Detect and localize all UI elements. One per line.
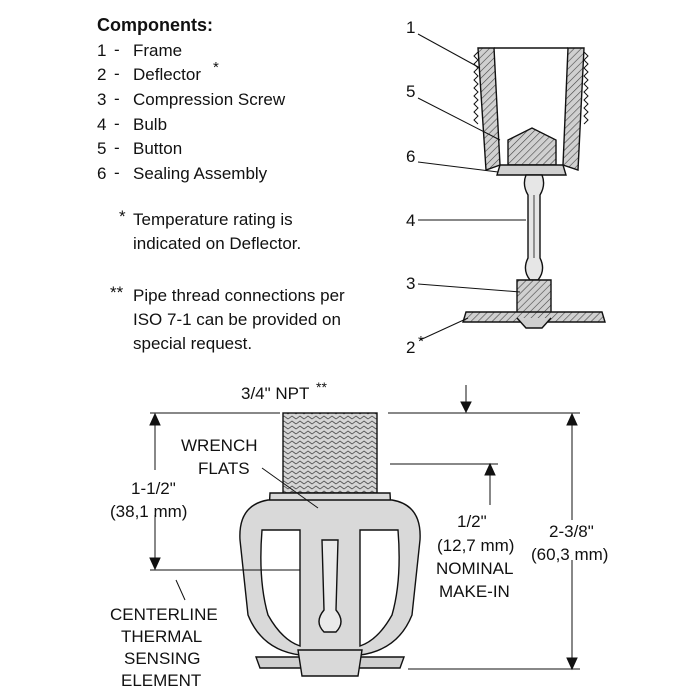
height-a-label: 1-1/2" [131, 479, 176, 498]
item-dash: - [114, 114, 120, 133]
callout-6: 6 [406, 147, 416, 166]
item-number: 1 [97, 41, 107, 60]
height-b-label: (60,3 mm) [531, 545, 609, 564]
callout-2: 2 [406, 338, 416, 357]
bulb-side [318, 539, 342, 633]
deflector-part [462, 311, 606, 323]
npt-label: 3/4" NPT [241, 384, 310, 403]
item-mark: * [213, 59, 219, 76]
side-view-drawing [239, 412, 421, 677]
callout-1: 1 [406, 18, 416, 37]
components-heading: Components: [97, 15, 213, 35]
item-number: 3 [97, 90, 107, 109]
wrench-flats-label: FLATS [198, 459, 250, 478]
callout-5: 5 [406, 82, 416, 101]
note-line: ISO 7-1 can be provided on [133, 310, 341, 329]
centerline-label: SENSING [124, 649, 201, 668]
item-label: Frame [133, 41, 183, 60]
callout-leaders [417, 33, 526, 341]
note-mark: ** [110, 283, 124, 302]
item-number: 2 [97, 65, 107, 84]
height-b-label: 2-3/8" [549, 522, 594, 541]
makein-label: (12,7 mm) [437, 536, 515, 555]
centerline-label: THERMAL [121, 627, 203, 646]
height-a-label: (38,1 mm) [110, 502, 188, 521]
makein-label: 1/2" [457, 512, 487, 531]
frame-left-threads [473, 51, 479, 125]
item-label: Compression Screw [133, 90, 286, 109]
item-number: 5 [97, 139, 107, 158]
callout-4: 4 [406, 211, 416, 230]
item-dash: - [114, 138, 120, 157]
cross-section-drawing [462, 47, 606, 329]
makein-label: NOMINAL [436, 559, 514, 578]
note-line: Temperature rating is [133, 210, 293, 229]
dimension-lines [149, 385, 580, 671]
callout-3: 3 [406, 274, 416, 293]
makein-label: MAKE-IN [439, 582, 510, 601]
item-dash: - [114, 40, 120, 59]
item-dash: - [114, 163, 120, 182]
button-part [507, 127, 557, 166]
wrench-flats-label: WRENCH [181, 436, 258, 455]
note-mark: * [119, 207, 126, 226]
note-line: special request. [133, 334, 253, 353]
frame-right-threads [583, 51, 589, 125]
sealing-assembly [496, 164, 567, 176]
centerline-label: ELEMENT [121, 671, 202, 690]
callout-2-mark: * [418, 333, 424, 350]
item-label: Button [133, 139, 183, 158]
note-line: indicated on Deflector. [133, 234, 302, 253]
item-number: 6 [97, 164, 107, 183]
item-dash: - [114, 89, 120, 108]
note-line: Pipe thread connections per [133, 286, 345, 305]
npt-mark: ** [316, 379, 327, 395]
frame-right-wall [562, 47, 585, 171]
item-label: Sealing Assembly [133, 164, 268, 183]
item-label: Deflector [133, 65, 202, 84]
frame-left-wall [477, 47, 501, 171]
item-number: 4 [97, 115, 107, 134]
item-dash: - [114, 64, 120, 83]
item-label: Bulb [133, 115, 168, 134]
centerline-label: CENTERLINE [110, 605, 218, 624]
threaded-end [282, 412, 378, 494]
